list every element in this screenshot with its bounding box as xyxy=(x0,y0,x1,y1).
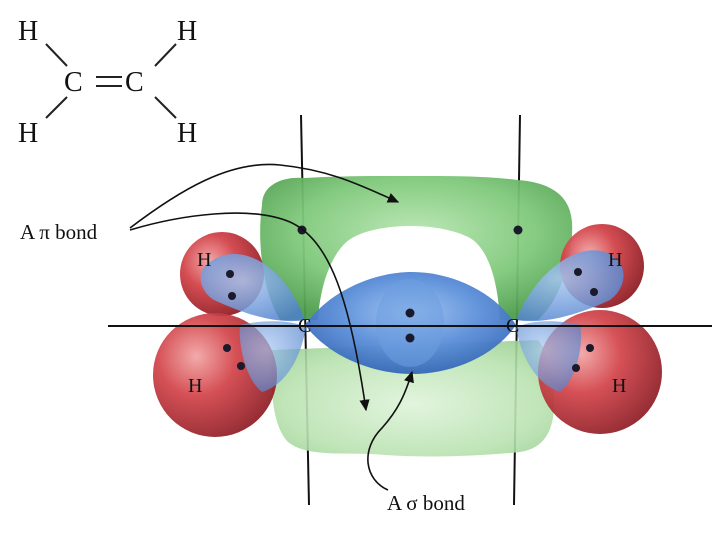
sigma-bond-label: A σ bond xyxy=(387,491,465,515)
bond-c-h-bottom-right xyxy=(155,97,176,118)
pi-bond-label: A π bond xyxy=(20,220,98,244)
electron-dot xyxy=(228,292,236,300)
sigma-bond-node xyxy=(376,279,444,367)
formula-h-bottom-right: H xyxy=(177,118,197,149)
orbital-label-h-lower-right: H xyxy=(612,375,626,397)
formula-c-left: C xyxy=(64,67,83,98)
electron-dot xyxy=(406,309,415,318)
bond-c-h-top-left xyxy=(46,44,67,66)
bond-c-h-top-right xyxy=(155,44,176,66)
formula-h-top-right: H xyxy=(177,16,197,47)
bond-c-h-bottom-left xyxy=(46,97,67,118)
electron-dot xyxy=(237,362,245,370)
electron-dot xyxy=(406,334,415,343)
electron-dot xyxy=(514,226,523,235)
electron-dot xyxy=(223,344,231,352)
formula-h-bottom-left: H xyxy=(18,118,38,149)
electron-dot xyxy=(572,364,580,372)
formula-h-top-left: H xyxy=(18,16,38,47)
orbital-label-c-left: C xyxy=(298,315,311,337)
electron-dot xyxy=(226,270,234,278)
orbital-label-h-lower-left: H xyxy=(188,375,202,397)
orbital-label-c-right: C xyxy=(506,315,519,337)
electron-dot xyxy=(586,344,594,352)
orbital-label-h-upper-left: H xyxy=(197,249,211,271)
structural-formula: H H C C H H xyxy=(18,16,197,149)
electron-dot xyxy=(574,268,582,276)
formula-c-right: C xyxy=(125,67,144,98)
orbital-label-h-upper-right: H xyxy=(608,249,622,271)
electron-dot xyxy=(590,288,598,296)
